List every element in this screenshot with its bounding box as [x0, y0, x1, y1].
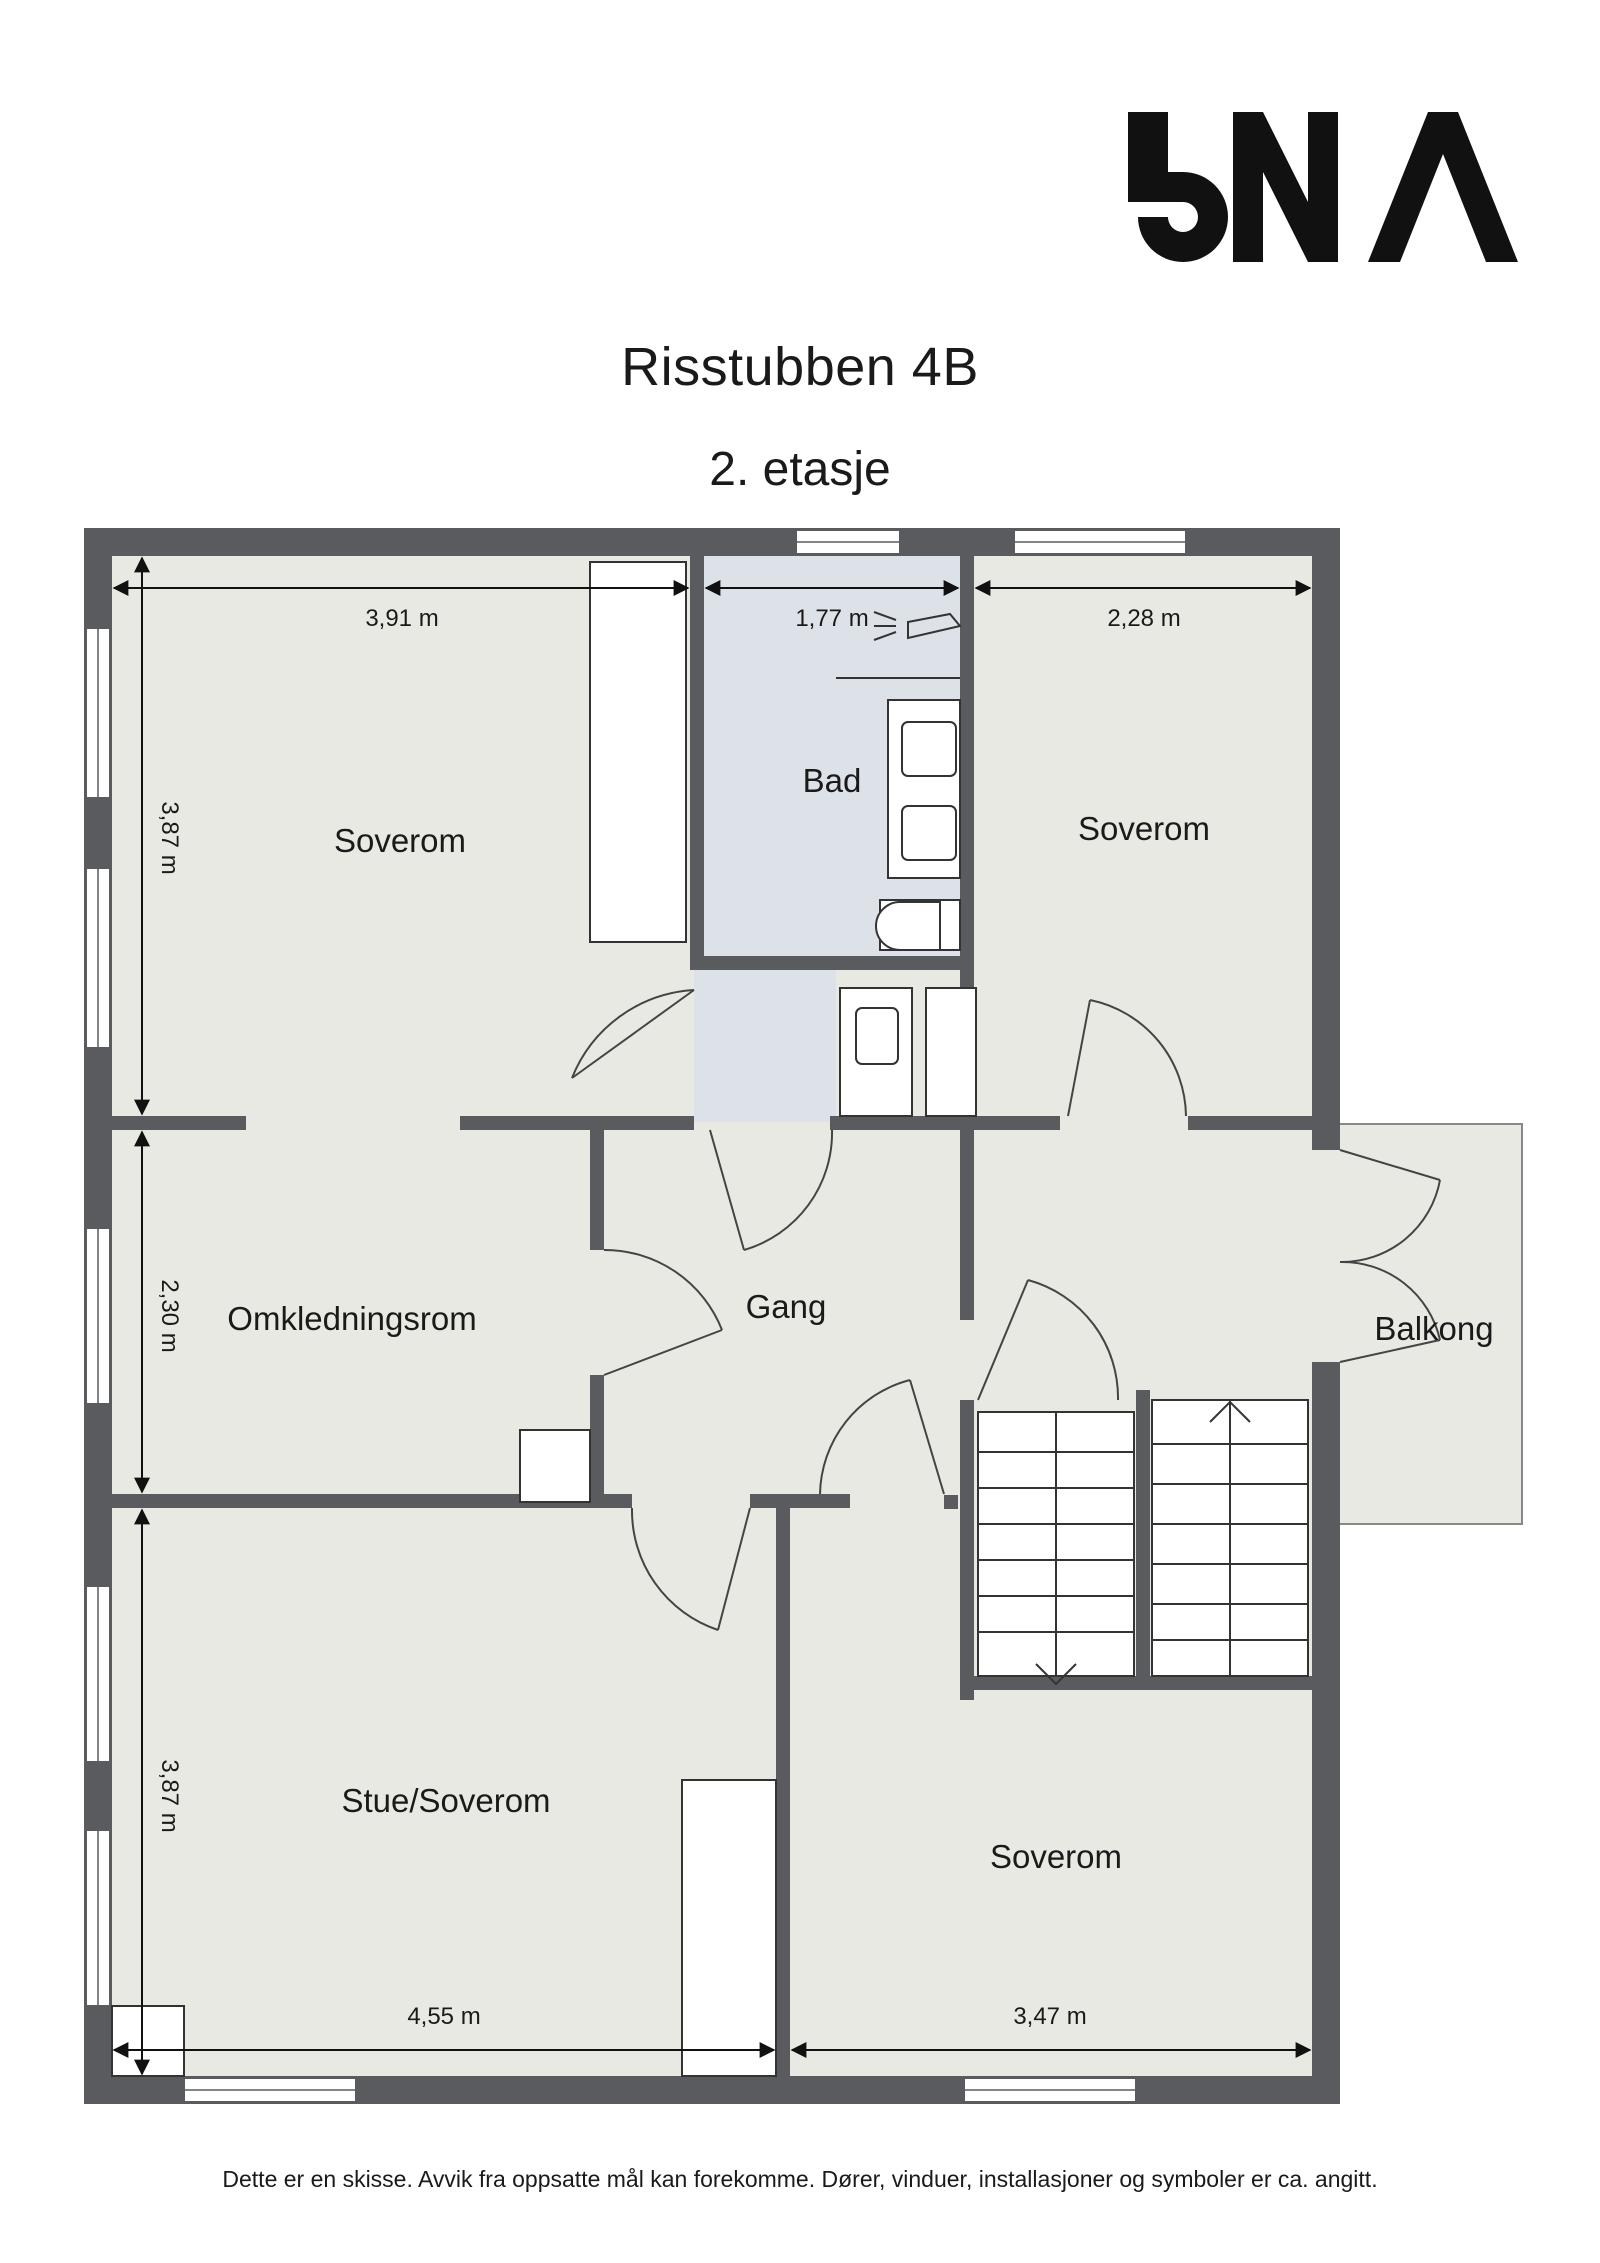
dim-top-left-height: 3,87 m: [156, 801, 183, 874]
wardrobes: [111, 561, 977, 2077]
stair-treads: [978, 1400, 1308, 1686]
dim-bottom-left-width: 4,55 m: [407, 2003, 480, 2030]
room-balkong: Balkong: [1374, 1310, 1493, 1347]
dim-bottom-right-width: 3,47 m: [1013, 2003, 1086, 2030]
doors: [571, 989, 1441, 1631]
room-omkledningsrom: Omkledningsrom: [227, 1300, 476, 1337]
bath-entry-floor: [694, 966, 836, 1122]
dim-bottom-left-height: 3,87 m: [156, 1759, 183, 1832]
dim-bad-width: 1,77 m: [795, 605, 868, 632]
room-stue-soverom: Stue/Soverom: [341, 1782, 550, 1819]
room-bad: Bad: [803, 762, 862, 799]
interior-walls: [112, 556, 1312, 2076]
bna-logo: [1128, 112, 1518, 262]
room-soverom-top-right: Soverom: [1078, 810, 1210, 847]
dim-omkledning-height: 2,30 m: [156, 1279, 183, 1352]
dim-top-left-width: 3,91 m: [365, 605, 438, 632]
dimension-lines: [112, 556, 1312, 2076]
shower-icon: [836, 611, 962, 679]
property-title: Risstubben 4B: [621, 337, 979, 397]
bathroom-fixtures: [839, 699, 961, 1117]
floor-subtitle: 2. etasje: [709, 443, 891, 496]
room-soverom-bottom-right: Soverom: [990, 1838, 1122, 1875]
balcony-floor: [1337, 1123, 1523, 1525]
room-gang: Gang: [746, 1288, 827, 1325]
room-soverom-top-left: Soverom: [334, 822, 466, 859]
dim-top-right-width: 2,28 m: [1107, 605, 1180, 632]
disclaimer-text: Dette er en skisse. Avvik fra oppsatte m…: [222, 2166, 1378, 2192]
